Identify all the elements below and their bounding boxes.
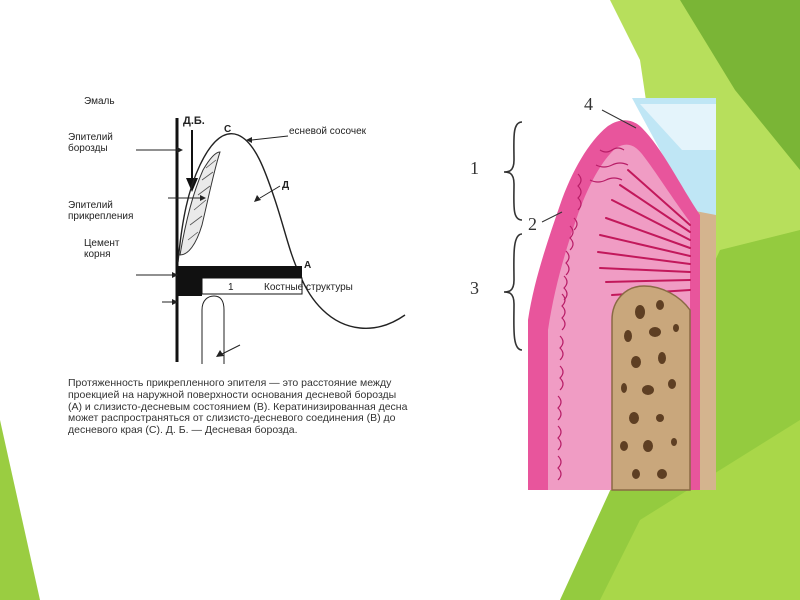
label-a: А [304,260,312,271]
label-enamel: Эмаль [84,96,115,107]
enamel-shade [640,104,716,150]
sulcus-epithelium [179,151,221,256]
bone-pores [620,300,679,479]
bracket-1 [503,121,523,221]
pointer-lower-head [172,299,178,305]
green-shape-bottom-left [0,420,40,600]
pointer-cement-head [172,272,178,278]
pointer-2 [541,211,563,223]
pointer-finger-head [216,350,224,357]
pointer-d-head [254,195,261,202]
label-num-4: 4 [584,94,593,114]
papilla-outline [177,133,406,330]
epithelium-wave [557,173,582,481]
diagram-caption: Протяженность прикрепленного эпителя — э… [68,377,408,437]
green-shape-strip [600,420,800,600]
bracket-3 [503,233,523,351]
label-num-3: 3 [470,278,479,298]
label-d: Д [282,180,290,191]
label-db: Д.Б. [183,115,205,127]
bone-block-white [201,277,303,295]
label-num-1: 1 [470,158,479,178]
bone-finger [201,295,225,364]
label-one: 1 [228,282,234,293]
label-cement: Цемент корня [84,238,120,260]
bone-block-lower [178,278,202,296]
green-shape-dark [680,0,800,170]
label-num-2: 2 [528,214,537,234]
pointer-d [259,185,281,199]
pointer-papilla [251,135,289,141]
bone-block-black [178,266,302,278]
label-bone: Костные структуры [264,282,353,293]
pointer-papilla-head [246,137,252,143]
upper-wave [589,147,629,183]
label-attachment-epithelium: Эпителий прикрепления [68,200,134,222]
pointer-attachment-head [200,195,206,201]
label-papilla: есневой сосочек [289,126,367,137]
pointer-4 [601,109,637,129]
pointer-finger [221,344,241,355]
sulcus-epithelium-hatch [187,159,217,241]
label-c: С [224,124,232,135]
pointer-sulcus-head [177,147,183,153]
label-sulcus-epithelium: Эпителий борозды [68,132,113,154]
